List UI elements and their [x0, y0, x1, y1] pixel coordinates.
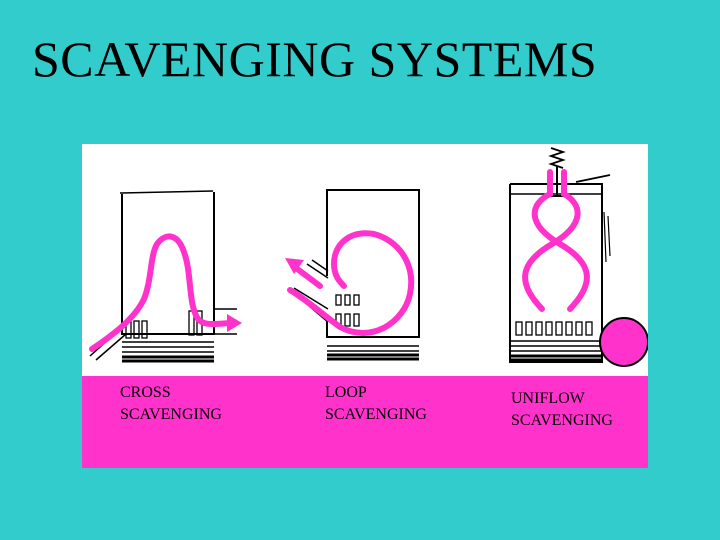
uniflow-path-a: [531, 169, 590, 312]
loop-scavenging-label: LOOP SCAVENGING: [325, 382, 427, 426]
cross-flow-arrowhead: [227, 314, 242, 332]
scavenge-blower: [599, 317, 648, 367]
cross-label-line1: CROSS: [120, 384, 171, 401]
cross-scavenging-label: CROSS SCAVENGING: [120, 382, 222, 426]
uniflow-label-line1: UNIFLOW: [511, 390, 585, 407]
cross-label-line2: SCAVENGING: [120, 406, 222, 423]
loop-exhaust-path: [293, 265, 323, 289]
loop-flow-path: [287, 230, 415, 336]
loop-label-line2: SCAVENGING: [325, 406, 427, 423]
slide-title: SCAVENGING SYSTEMS: [32, 31, 598, 87]
cross-flow-path: [89, 233, 233, 352]
uniflow-path-b: [522, 169, 581, 312]
scavenging-diagram: [82, 144, 648, 468]
loop-flow-arrowhead: [285, 258, 304, 274]
loop-label-line1: LOOP: [325, 384, 367, 401]
label-band: [82, 376, 648, 468]
uniflow-label-line2: SCAVENGING: [511, 412, 613, 429]
uniflow-scavenging-label: UNIFLOW SCAVENGING: [511, 388, 613, 432]
diagram-panel: CROSS SCAVENGING LOOP SCAVENGING UNIFLOW…: [82, 144, 648, 468]
